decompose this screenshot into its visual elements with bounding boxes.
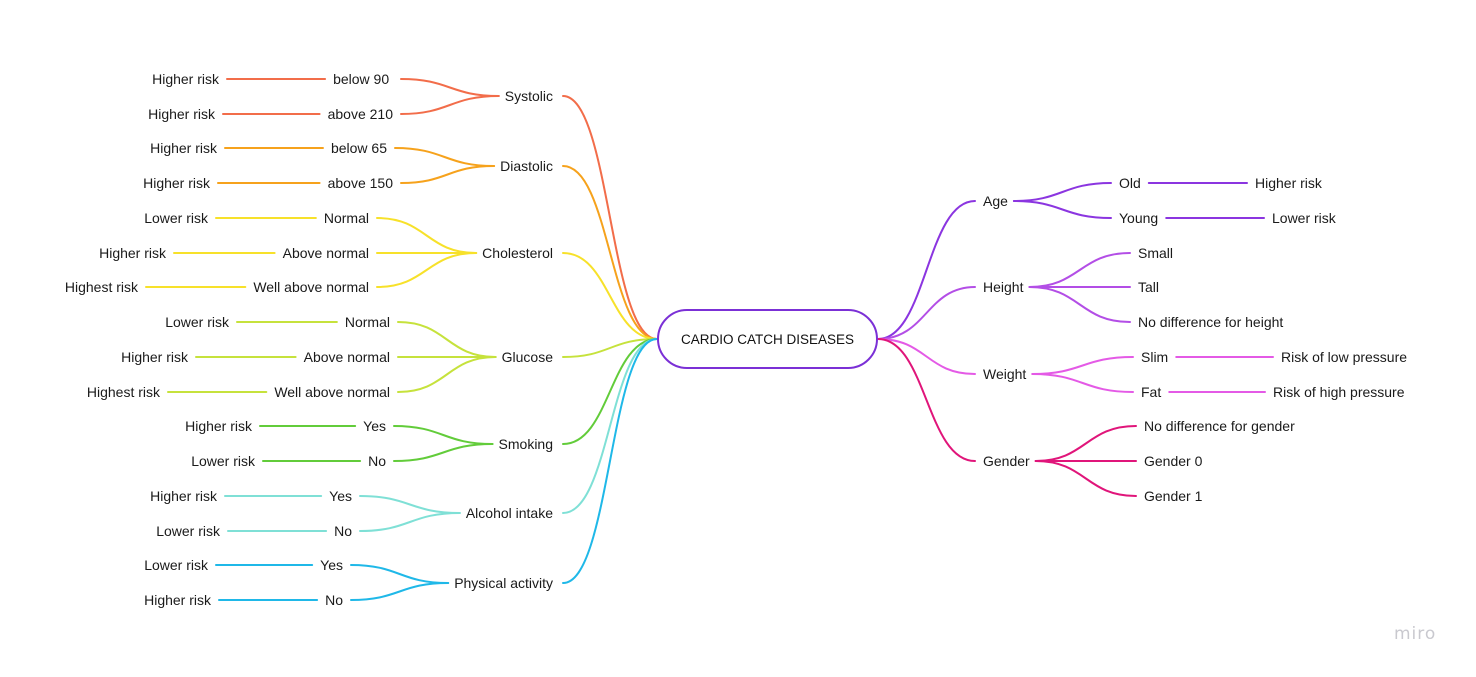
- connector-root-age: [877, 200, 976, 340]
- branch-height[interactable]: Height: [983, 279, 1024, 295]
- age-option-young[interactable]: Young: [1119, 210, 1159, 226]
- connector-root-height: [877, 286, 976, 340]
- connector-age-young: [1012, 200, 1112, 219]
- cholesterol-option-above-normal[interactable]: Above normal: [282, 245, 369, 261]
- systolic-option-below-90[interactable]: below 90: [333, 71, 390, 87]
- connector-height-no-difference-for-height: [1028, 286, 1131, 323]
- glucose-option-normal[interactable]: Normal: [344, 314, 390, 330]
- connector-root-gender: [877, 338, 976, 462]
- height-option-no-difference-for-height[interactable]: No difference for height: [1138, 314, 1284, 330]
- branch-diastolic[interactable]: Diastolic: [500, 158, 553, 174]
- connector-root-weight: [877, 338, 976, 375]
- alcohol-intake-option-yes[interactable]: Yes: [329, 488, 352, 504]
- diastolic-option-below-65[interactable]: below 65: [330, 140, 387, 156]
- connector-root-diastolic: [562, 165, 658, 340]
- root-node[interactable]: CARDIO CATCH DISEASES: [657, 309, 878, 369]
- connector-systolic-below-90: [400, 78, 500, 97]
- branch-gender[interactable]: Gender: [983, 453, 1030, 469]
- connector-root-cholesterol: [562, 252, 658, 340]
- weight-risk-risk-of-low-pressure[interactable]: Risk of low pressure: [1281, 349, 1408, 365]
- glucose-risk-higher-risk[interactable]: Higher risk: [121, 349, 188, 365]
- connector-weight-slim: [1031, 356, 1134, 375]
- branch-alcohol-intake[interactable]: Alcohol intake: [465, 505, 553, 521]
- weight-risk-risk-of-high-pressure[interactable]: Risk of high pressure: [1273, 384, 1405, 400]
- branch-physical-activity[interactable]: Physical activity: [454, 575, 553, 591]
- cholesterol-risk-higher-risk[interactable]: Higher risk: [99, 245, 166, 261]
- root-label: CARDIO CATCH DISEASES: [680, 331, 855, 347]
- connector-diastolic-above-150: [400, 165, 496, 184]
- cholesterol-option-normal[interactable]: Normal: [323, 210, 369, 226]
- age-option-old[interactable]: Old: [1119, 175, 1141, 191]
- branch-age[interactable]: Age: [983, 193, 1008, 209]
- weight-option-fat[interactable]: Fat: [1141, 384, 1162, 400]
- physical-activity-risk-lower-risk[interactable]: Lower risk: [144, 557, 208, 573]
- connector-alcohol-intake-yes: [359, 495, 461, 514]
- alcohol-intake-risk-higher-risk[interactable]: Higher risk: [150, 488, 217, 504]
- connector-gender-no-difference-for-gender: [1034, 425, 1137, 462]
- cholesterol-option-well-above-normal[interactable]: Well above normal: [253, 279, 369, 295]
- alcohol-intake-option-no[interactable]: No: [334, 523, 352, 539]
- branch-cholesterol[interactable]: Cholesterol: [482, 245, 553, 261]
- age-risk-lower-risk[interactable]: Lower risk: [1272, 210, 1336, 226]
- connector-cholesterol-well-above-normal: [376, 252, 478, 288]
- connector-smoking-no: [393, 443, 494, 462]
- connector-smoking-yes: [393, 425, 494, 445]
- connector-root-systolic: [562, 95, 658, 340]
- connector-glucose-well-above-normal: [397, 356, 497, 393]
- height-option-tall[interactable]: Tall: [1138, 279, 1160, 295]
- smoking-risk-higher-risk[interactable]: Higher risk: [185, 418, 252, 434]
- branch-systolic[interactable]: Systolic: [504, 88, 553, 104]
- gender-option-gender-0[interactable]: Gender 0: [1144, 453, 1203, 469]
- weight-option-slim[interactable]: Slim: [1141, 349, 1169, 365]
- connector-age-old: [1012, 182, 1112, 202]
- connector-root-glucose: [562, 338, 658, 358]
- connector-physical-activity-yes: [350, 564, 450, 584]
- smoking-risk-lower-risk[interactable]: Lower risk: [191, 453, 255, 469]
- age-risk-higher-risk[interactable]: Higher risk: [1255, 175, 1322, 191]
- connector-root-smoking: [562, 338, 658, 445]
- connector-weight-fat: [1031, 373, 1134, 393]
- connector-cholesterol-normal: [376, 217, 478, 254]
- cholesterol-risk-highest-risk[interactable]: Highest risk: [64, 279, 138, 295]
- connector-glucose-normal: [397, 321, 497, 358]
- systolic-risk-higher-risk[interactable]: Higher risk: [148, 106, 215, 122]
- smoking-option-no[interactable]: No: [368, 453, 386, 469]
- miro-watermark: miro: [1394, 624, 1437, 644]
- branch-glucose[interactable]: Glucose: [501, 349, 553, 365]
- glucose-option-well-above-normal[interactable]: Well above normal: [274, 384, 390, 400]
- diastolic-risk-higher-risk[interactable]: Higher risk: [143, 175, 210, 191]
- glucose-risk-lower-risk[interactable]: Lower risk: [165, 314, 229, 330]
- connector-alcohol-intake-no: [359, 512, 461, 532]
- branch-weight[interactable]: Weight: [983, 366, 1027, 382]
- branch-smoking[interactable]: Smoking: [498, 436, 553, 452]
- connector-root-physical-activity: [562, 338, 658, 584]
- alcohol-intake-risk-lower-risk[interactable]: Lower risk: [156, 523, 220, 539]
- connector-diastolic-below-65: [394, 147, 496, 167]
- diastolic-option-above-150[interactable]: above 150: [327, 175, 393, 191]
- physical-activity-option-no[interactable]: No: [325, 592, 343, 608]
- physical-activity-option-yes[interactable]: Yes: [320, 557, 343, 573]
- smoking-option-yes[interactable]: Yes: [363, 418, 386, 434]
- connector-height-small: [1028, 252, 1131, 288]
- gender-option-gender-1[interactable]: Gender 1: [1144, 488, 1203, 504]
- cholesterol-risk-lower-risk[interactable]: Lower risk: [144, 210, 208, 226]
- systolic-risk-higher-risk[interactable]: Higher risk: [152, 71, 219, 87]
- connector-root-alcohol-intake: [562, 338, 658, 514]
- physical-activity-risk-higher-risk[interactable]: Higher risk: [144, 592, 211, 608]
- gender-option-no-difference-for-gender[interactable]: No difference for gender: [1144, 418, 1295, 434]
- connector-gender-gender-1: [1034, 460, 1137, 497]
- diastolic-risk-higher-risk[interactable]: Higher risk: [150, 140, 217, 156]
- systolic-option-above-210[interactable]: above 210: [327, 106, 393, 122]
- connector-systolic-above-210: [400, 95, 500, 115]
- glucose-risk-highest-risk[interactable]: Highest risk: [86, 384, 160, 400]
- height-option-small[interactable]: Small: [1138, 245, 1174, 261]
- glucose-option-above-normal[interactable]: Above normal: [303, 349, 390, 365]
- connector-physical-activity-no: [350, 582, 450, 601]
